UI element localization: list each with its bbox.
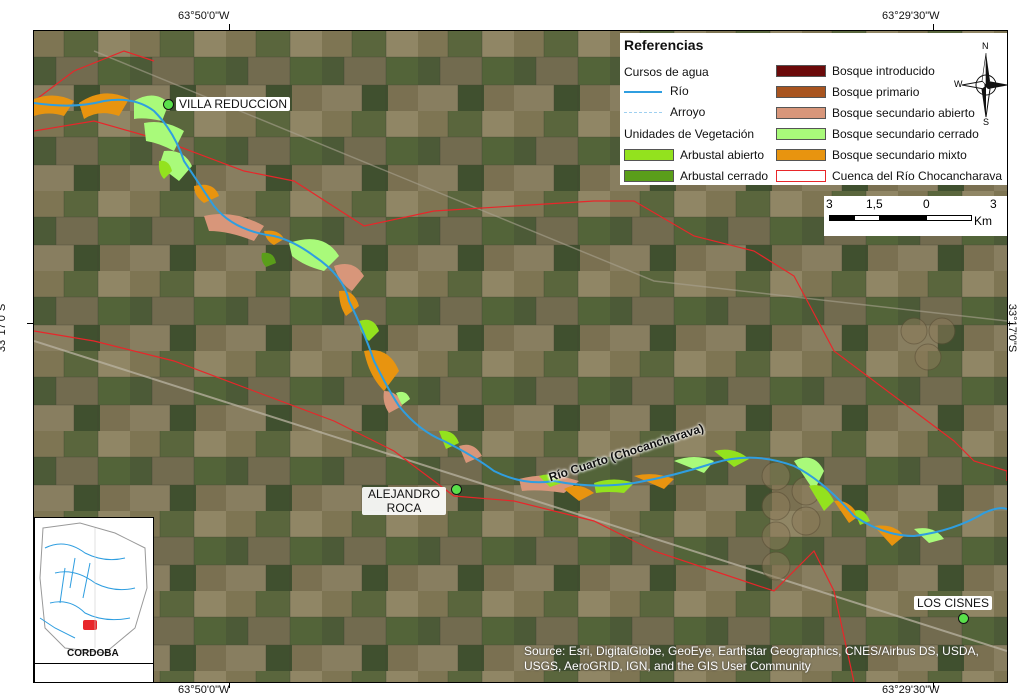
- legend-bosque-secundario-cerrado-label: Bosque secundario cerrado: [832, 127, 979, 141]
- town-dot-villa-reduccion[interactable]: [163, 99, 174, 110]
- scale-bar: 3 1,5 0 3 Km: [824, 196, 1007, 236]
- scale-label-0: 3: [826, 197, 833, 211]
- legend-bosque-secundario-mixto-swatch: [776, 149, 826, 161]
- scale-label-1: 1,5: [866, 197, 883, 211]
- map-panel[interactable]: VILLA REDUCCION ALEJANDRO ROCA LOS CISNE…: [33, 30, 1008, 683]
- north-label-s: S: [983, 117, 990, 127]
- legend-bosque-secundario-cerrado-swatch: [776, 128, 826, 140]
- town-label-alejandro-roca: ALEJANDRO ROCA: [362, 487, 446, 515]
- tick-right: [1007, 323, 1013, 324]
- town-dot-alejandro-roca[interactable]: [451, 484, 462, 495]
- legend-bosque-introducido-swatch: [776, 65, 826, 77]
- coord-bottom-left: 63°50'0"W: [178, 684, 230, 696]
- legend-cuenca-swatch: [776, 170, 826, 182]
- north-label-w: W: [954, 79, 963, 89]
- inset-label: CORDOBA: [67, 648, 119, 659]
- tick-bottom-left: [229, 682, 230, 688]
- legend-title: Referencias: [624, 37, 704, 53]
- tick-top-left: [229, 24, 230, 30]
- town-label-los-cisnes: LOS CISNES: [914, 596, 993, 610]
- north-label-n: N: [982, 41, 989, 51]
- north-arrow: N S W E: [954, 41, 1007, 127]
- legend: Referencias Cursos de agua Río Arroyo Un…: [620, 33, 1007, 185]
- legend-arbustal-cerrado-label: Arbustal cerrado: [680, 169, 769, 183]
- scale-segment: [926, 215, 972, 221]
- legend-watercourses-heading: Cursos de agua: [624, 65, 709, 79]
- legend-rio-swatch: [624, 91, 662, 93]
- legend-bosque-introducido-label: Bosque introducido: [832, 64, 935, 78]
- coord-top-right: 63°29'30"W: [882, 10, 940, 22]
- attribution-text: Source: Esri, DigitalGlobe, GeoEye, Eart…: [524, 644, 979, 673]
- scale-segment: [829, 215, 854, 221]
- town-label-alejandro-roca-line1: ALEJANDRO: [367, 487, 441, 501]
- legend-arbustal-abierto-label: Arbustal abierto: [680, 148, 765, 162]
- legend-cuenca-label: Cuenca del Río Chocancharava: [832, 169, 1003, 183]
- inset-province-outline: [39, 522, 148, 654]
- inset-map[interactable]: CORDOBA: [34, 517, 154, 682]
- tick-bottom-right: [933, 682, 934, 688]
- scale-unit: Km: [974, 214, 992, 228]
- tick-left: [27, 323, 33, 324]
- legend-arbustal-cerrado-swatch: [624, 170, 674, 182]
- legend-arroyo-label: Arroyo: [670, 105, 706, 119]
- legend-bosque-secundario-mixto-label: Bosque secundario mixto: [832, 148, 967, 162]
- town-label-alejandro-roca-line2: ROCA: [386, 501, 422, 515]
- town-dot-los-cisnes[interactable]: [958, 613, 969, 624]
- legend-arroyo-swatch: [624, 112, 662, 113]
- scale-label-3: 3: [990, 197, 997, 211]
- scale-label-2: 0: [923, 197, 930, 211]
- tick-top-right: [933, 24, 934, 30]
- legend-bosque-primario-swatch: [776, 86, 826, 98]
- scale-segment: [880, 215, 926, 221]
- legend-bosque-secundario-abierto-label: Bosque secundario abierto: [832, 106, 975, 120]
- coord-bottom-right: 63°29'30"W: [882, 684, 940, 696]
- legend-vegetation-heading: Unidades de Vegetación: [624, 127, 755, 141]
- legend-arbustal-abierto-swatch: [624, 149, 674, 161]
- coord-top-left: 63°50'0"W: [178, 10, 230, 22]
- compass-rose-icon: [961, 52, 1007, 118]
- town-label-villa-reduccion: VILLA REDUCCION: [176, 97, 291, 111]
- legend-bosque-secundario-abierto-swatch: [776, 107, 826, 119]
- coord-left-lat: 33°17'0"S: [0, 303, 9, 353]
- legend-bosque-primario-label: Bosque primario: [832, 85, 920, 99]
- scale-segment: [854, 215, 880, 221]
- legend-rio-label: Río: [670, 84, 689, 98]
- inset-divider: [35, 663, 153, 664]
